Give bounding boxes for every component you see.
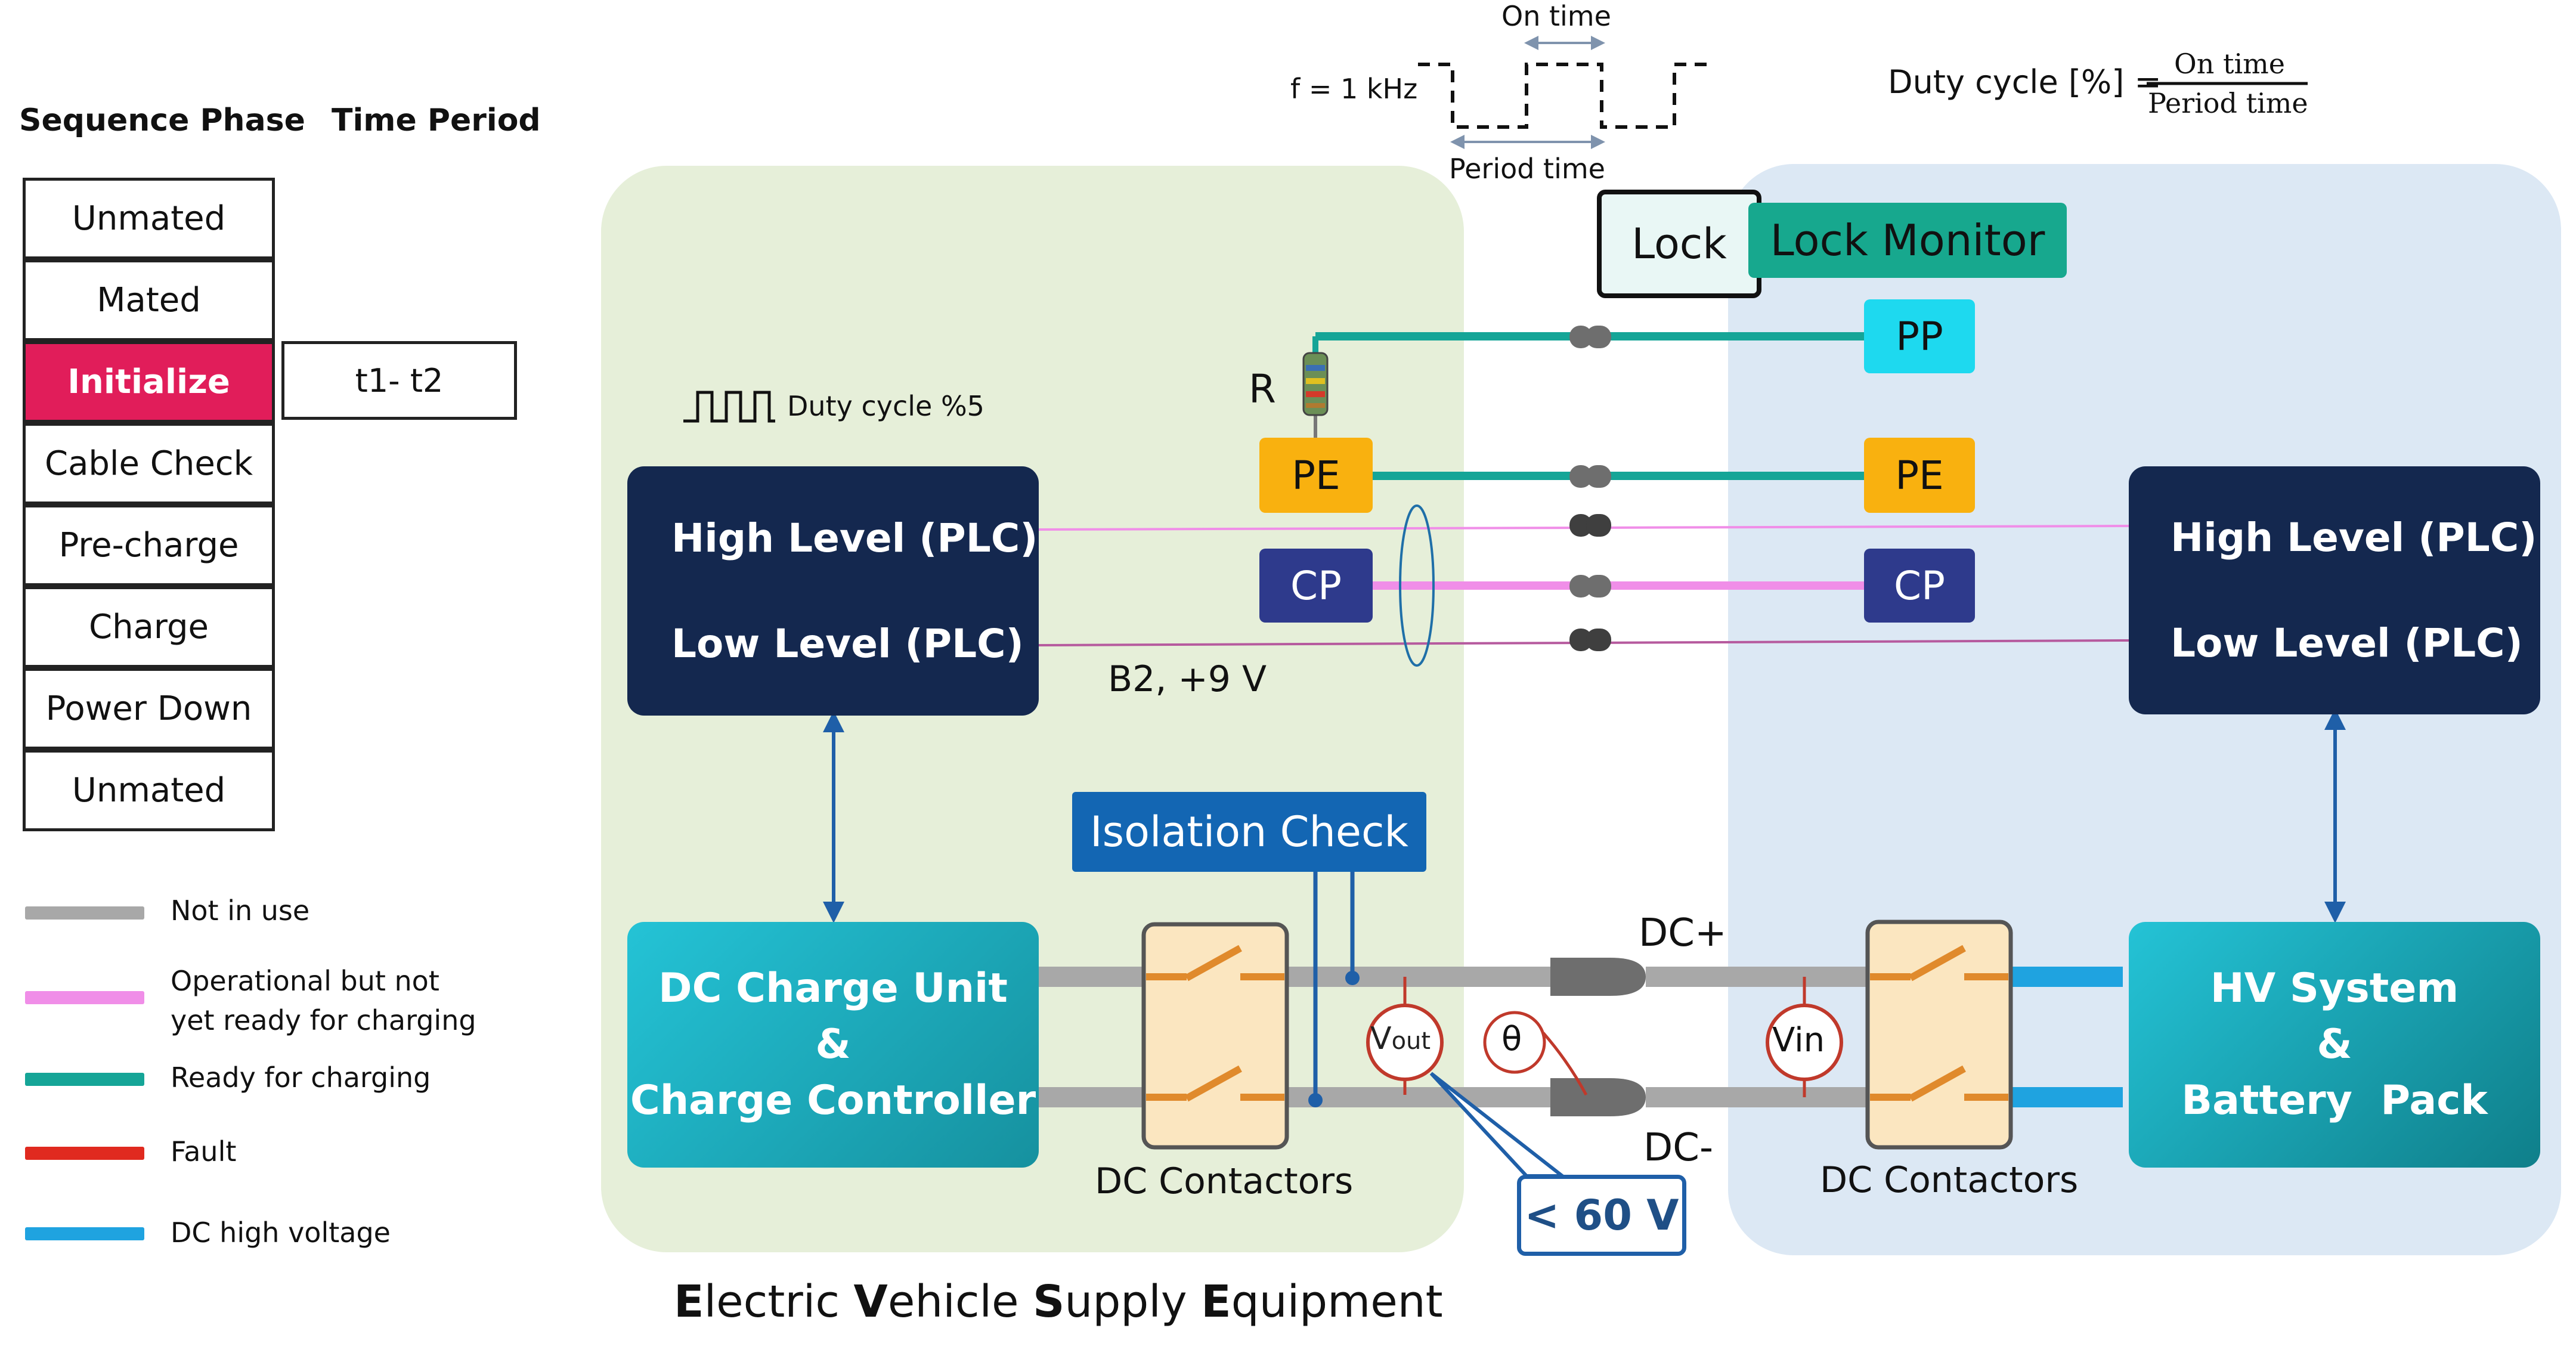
phase-row: Mated (23, 259, 275, 341)
theta-meter-icon (1483, 1011, 1546, 1074)
vin-label: Vin (1772, 1021, 1825, 1060)
legend-swatch-operational (25, 991, 144, 1004)
phase-row-active: Initialize (23, 341, 275, 423)
isolation-check-box: Isolation Check (1072, 792, 1426, 872)
connector-pins (1569, 326, 1611, 651)
evse-contactor-box (1141, 922, 1289, 1150)
resistor-label: R (1249, 366, 1276, 412)
period-time-label: Period time (1449, 153, 1605, 185)
formula-denominator: Period time (2148, 87, 2308, 119)
pe-left-tag: PE (1259, 438, 1373, 513)
b2-voltage-label: B2, +9 V (1108, 658, 1267, 700)
legend-label: Ready for charging (171, 1061, 431, 1094)
legend-swatch-dc-high-voltage (25, 1227, 144, 1240)
ev-contactor-switches (1870, 945, 2008, 1102)
ev-plc-high: High Level (PLC) (2171, 515, 2537, 561)
vout-meter-icon (1366, 1004, 1444, 1081)
evse-plc-low: Low Level (PLC) (671, 621, 1024, 667)
legend-swatch-not-in-use (25, 906, 144, 920)
dc-unit-line: Charge Controller (630, 1077, 1036, 1124)
vin-meter-icon (1766, 1004, 1843, 1081)
phase-row: Charge (23, 586, 275, 668)
evse-plc-high: High Level (PLC) (671, 515, 1038, 561)
cp-right-tag: CP (1864, 549, 1975, 623)
hv-line: HV System (2210, 965, 2459, 1012)
dc-unit-line: & (815, 1021, 851, 1068)
phase-row: Unmated (23, 178, 275, 259)
hv-system-block: HV System & Battery Pack (2129, 922, 2540, 1168)
ev-plc-low: Low Level (PLC) (2171, 620, 2523, 666)
formula-numerator: On time (2174, 48, 2285, 80)
sequence-phase-header: Sequence Phase (19, 103, 305, 138)
pwm-waveform (1418, 63, 1710, 129)
evse-plc-block: High Level (PLC) Low Level (PLC) (627, 466, 1039, 716)
pe-right-tag: PE (1864, 438, 1975, 513)
dc-unit-line: DC Charge Unit (658, 965, 1008, 1012)
ev-plc-block: High Level (PLC) Low Level (PLC) (2129, 466, 2540, 714)
cp-left-tag: CP (1259, 549, 1373, 623)
legend-label: Fault (171, 1135, 237, 1168)
evse-title: Electric Vehicle Supply Equipment (674, 1276, 1443, 1327)
legend-label: Not in use (171, 894, 310, 927)
hv-line: Battery Pack (2181, 1077, 2488, 1124)
on-time-label: On time (1501, 0, 1611, 32)
phase-row: Power Down (23, 668, 275, 750)
duty-cycle-label: Duty cycle %5 (787, 390, 984, 422)
pp-right-tag: PP (1864, 299, 1975, 373)
dc-plus-label: DC+ (1639, 911, 1727, 955)
lock-box: Lock (1597, 190, 1761, 298)
phase-row: Unmated (23, 750, 275, 831)
lock-monitor-box: Lock Monitor (1748, 203, 2067, 278)
ev-contactor-box (1865, 920, 2013, 1150)
hv-line: & (2317, 1021, 2352, 1068)
theta-label: θ (1501, 1020, 1522, 1058)
legend-swatch-fault (25, 1147, 144, 1160)
ev-contactors-label: DC Contactors (1820, 1159, 2079, 1201)
evse-contactor-switches (1146, 945, 1284, 1102)
under-60v-callout: < 60 V (1517, 1175, 1686, 1256)
duty-cycle-icon (683, 391, 775, 423)
coupling-ellipse (1399, 504, 1435, 667)
duty-cycle-formula-lhs: Duty cycle [%] = (1888, 63, 2162, 101)
legend-label: Operational but not yet ready for chargi… (171, 965, 476, 1036)
phase-row: Pre-charge (23, 504, 275, 586)
time-period-header: Time Period (332, 103, 541, 138)
legend-swatch-ready (25, 1073, 144, 1086)
evse-contactors-label: DC Contactors (1095, 1160, 1354, 1202)
dc-plug-icons (1550, 958, 1646, 1116)
dc-charge-unit-block: DC Charge Unit & Charge Controller (627, 922, 1039, 1168)
dc-minus-label: DC- (1643, 1126, 1714, 1170)
vout-label: Vout (1370, 1021, 1431, 1057)
phase-row: Cable Check (23, 423, 275, 504)
frequency-label: f = 1 kHz (1290, 73, 1418, 105)
time-period-cell: t1- t2 (281, 341, 517, 420)
legend-label: DC high voltage (171, 1216, 391, 1249)
